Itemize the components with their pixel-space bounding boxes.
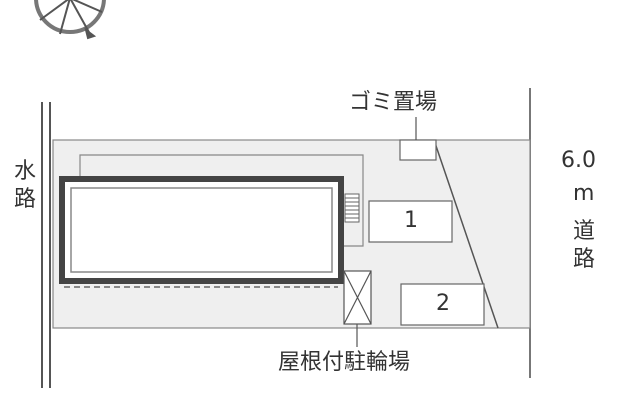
parking-space-2-number: 2 [436, 291, 450, 316]
road-label: 道路 [572, 219, 595, 272]
building-inner [70, 187, 333, 273]
garbage-area-box [399, 139, 437, 161]
parking-space-1 [368, 200, 453, 243]
parking-space-2 [400, 283, 485, 326]
walkway-outline [79, 154, 364, 247]
lot-diagonal-boundary [433, 139, 499, 329]
bicycle-parking-box [343, 270, 372, 325]
parking-space-1-number: 1 [404, 208, 418, 233]
garbage-area-label: ゴミ置場 [349, 90, 438, 115]
staircase-icon [344, 193, 360, 223]
waterway-label: 水路 [13, 159, 36, 212]
compass-rose-icon [34, 0, 106, 40]
bicycle-parking-label: 屋根付駐輪場 [278, 350, 411, 375]
road-width-label: 6.0 [561, 148, 596, 173]
road-unit-label: m [573, 181, 595, 206]
